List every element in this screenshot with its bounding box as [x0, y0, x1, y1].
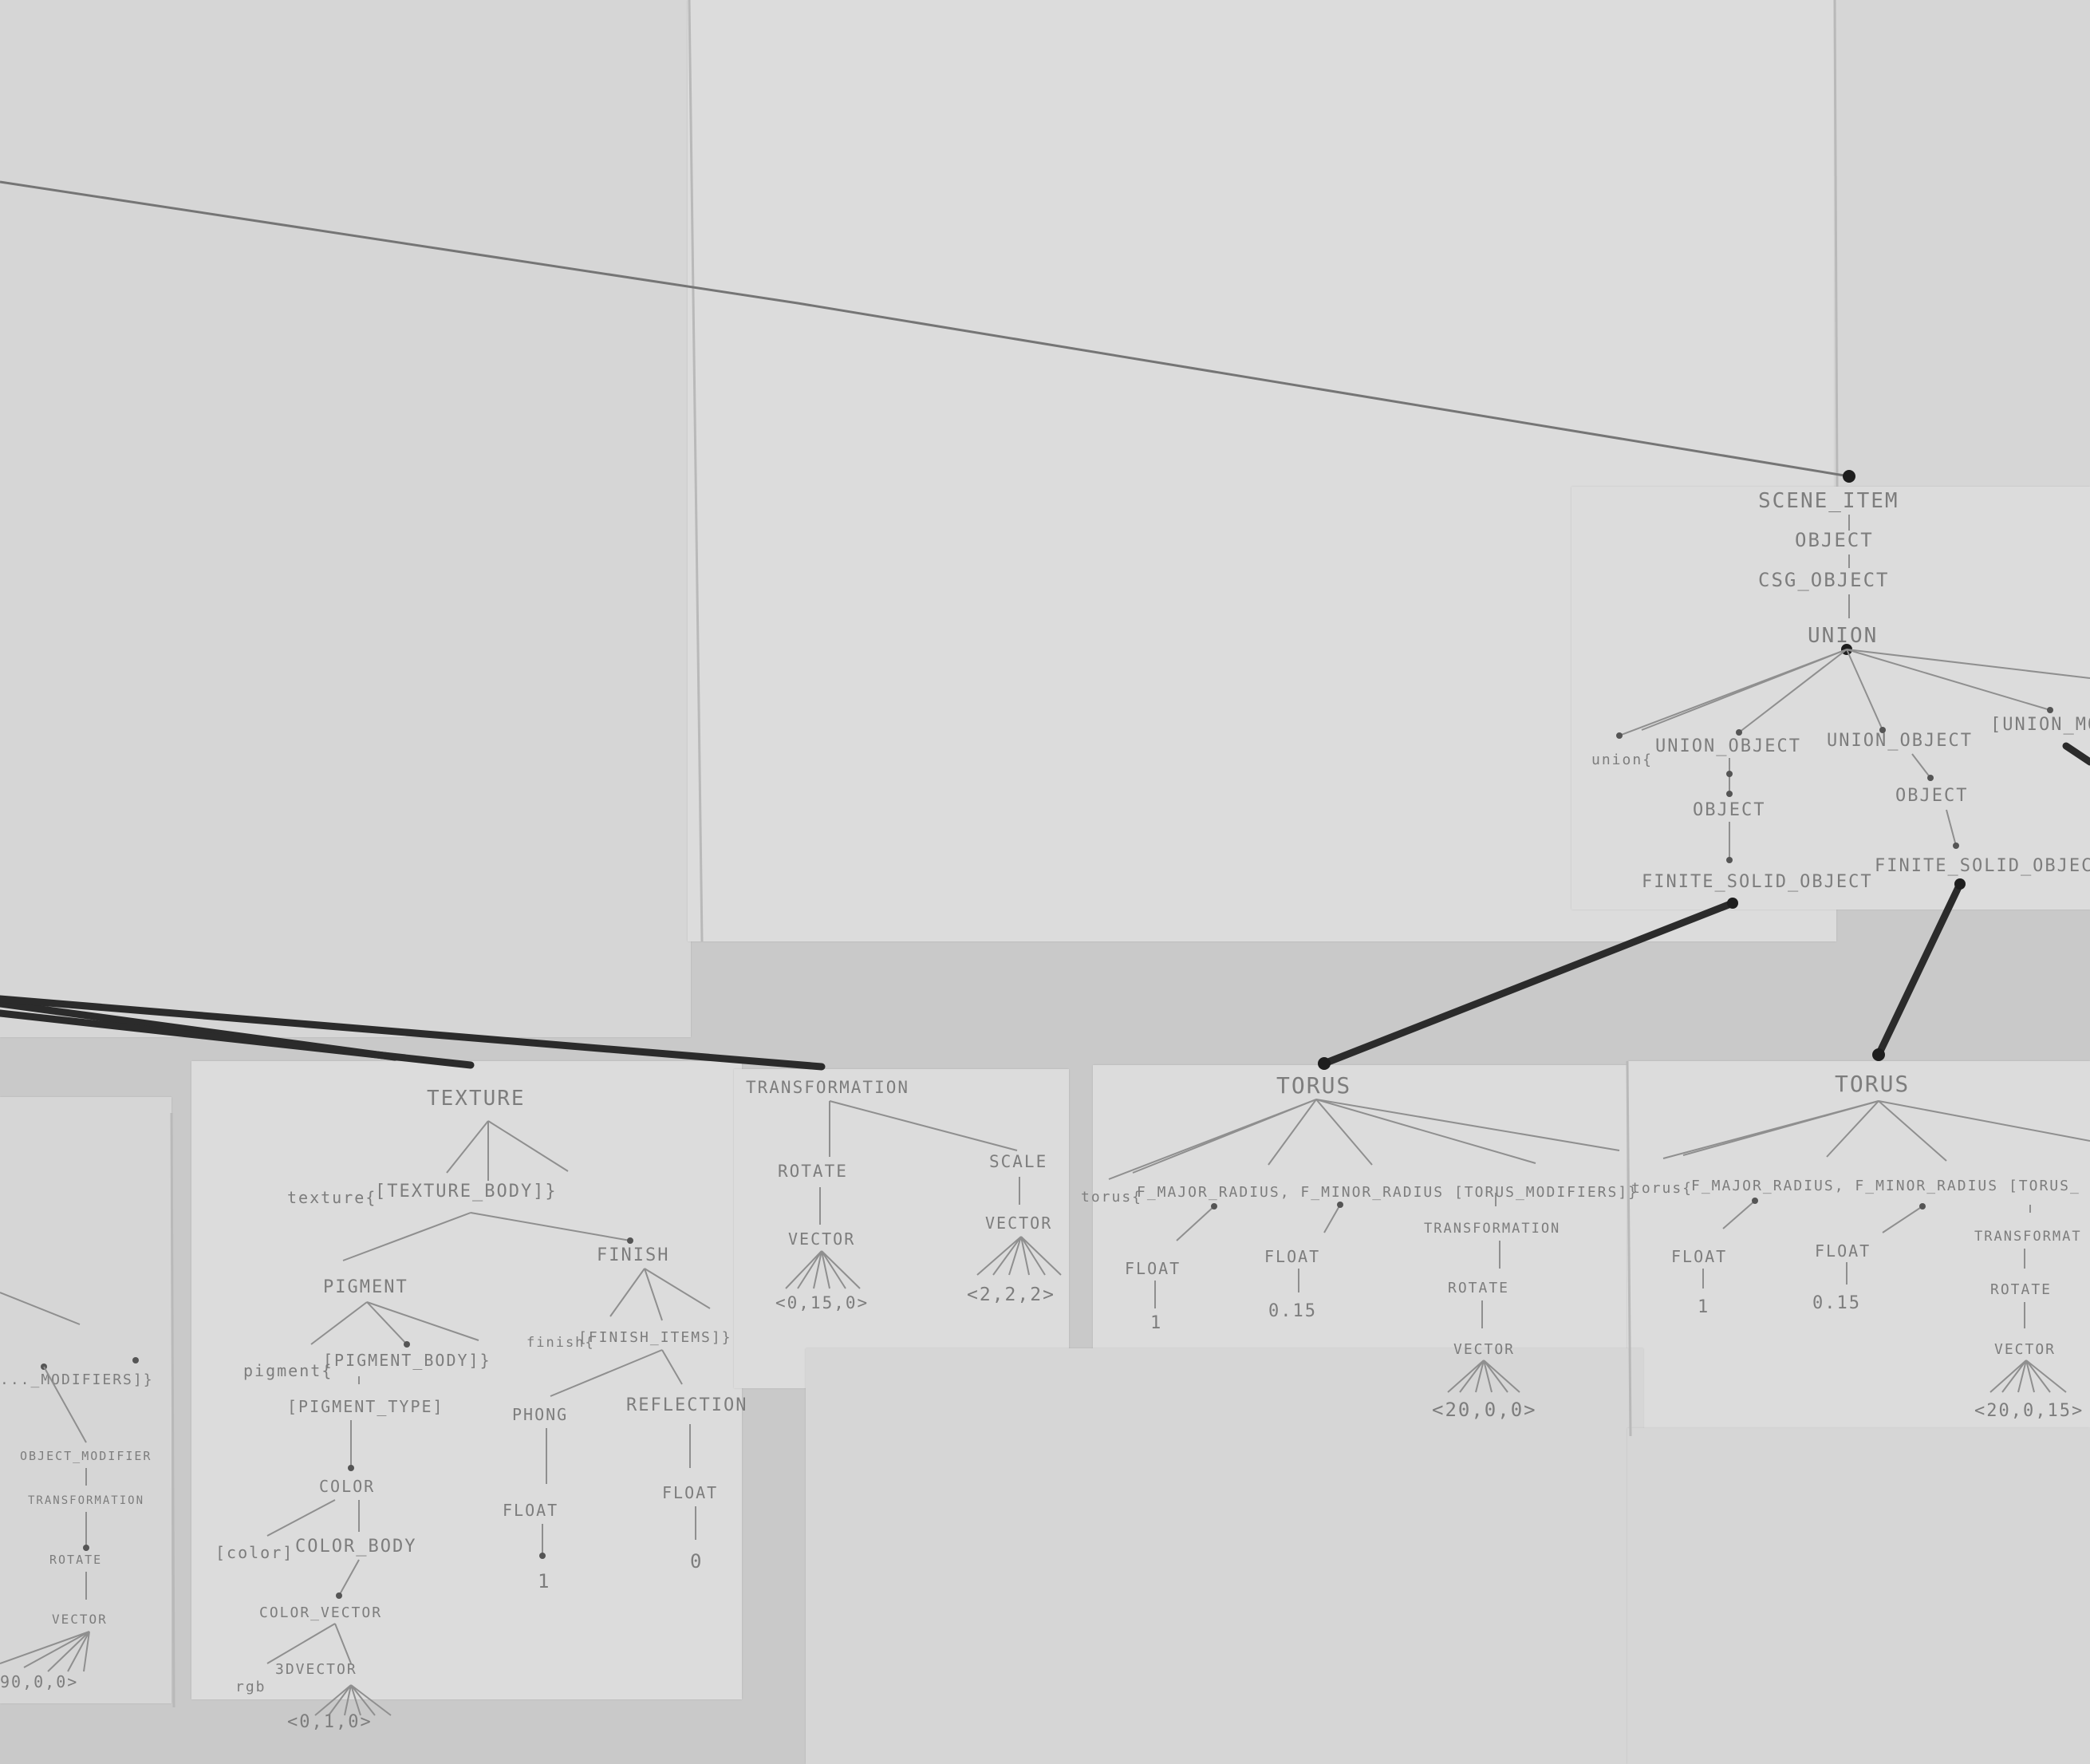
node-rotate-value: <0,15,0>	[775, 1293, 869, 1312]
node-torus-1-transformation: TRANSFORMATION	[1424, 1221, 1560, 1237]
node-torus-2-keyword: torus{	[1631, 1180, 1693, 1197]
node-torus-2-params: F_MAJOR_RADIUS, F_MINOR_RADIUS [TORUS_	[1691, 1178, 2080, 1194]
node-left-rotate: ROTATE	[49, 1553, 102, 1567]
marker-line-finite-solid-to-torus-1	[1320, 899, 1737, 1067]
torus-2-subtree: TORUS torus{ F_MAJOR_RADIUS, F_MINOR_RAD…	[1631, 1048, 2090, 1421]
node-texture-body: [TEXTURE_BODY]}	[375, 1182, 558, 1202]
node-reflection: REFLECTION	[626, 1395, 747, 1415]
node-finish-keyword: finish{	[526, 1335, 595, 1351]
node-torus-2-float-b: FLOAT	[1815, 1241, 1871, 1261]
node-union: UNION	[1808, 624, 1878, 648]
node-finite-solid-object-2: FINITE_SOLID_OBJECT	[1875, 856, 2090, 876]
node-union-keyword: union{	[1591, 752, 1653, 768]
node-scene-item: SCENE_ITEM	[1758, 489, 1899, 513]
node-color-vector: COLOR_VECTOR	[259, 1604, 382, 1621]
node-left-transformation: TRANSFORMATION	[28, 1494, 144, 1507]
node-torus-2-vector-value: <20,0,15>	[1974, 1401, 2084, 1421]
marker-line-left-to-texture-2	[0, 1009, 475, 1069]
node-rgb-vector: 3DVECTOR	[275, 1661, 357, 1678]
node-csg-object: CSG_OBJECT	[1758, 569, 1890, 591]
paper-sheet-bottom-right	[1627, 1428, 2090, 1764]
marker-line-left-to-transformation	[0, 995, 826, 1071]
node-pigment: PIGMENT	[323, 1277, 408, 1297]
node-object-2: OBJECT	[1895, 786, 1968, 806]
paper-sheet-left-strip	[0, 1097, 172, 1703]
paper-sheet-bottom-middle	[806, 1348, 1643, 1764]
node-torus-2-value-b: 0.15	[1812, 1293, 1861, 1313]
node-torus-1-float-b: FLOAT	[1264, 1247, 1320, 1266]
node-left-object-modifier: OBJECT_MODIFIER	[20, 1449, 152, 1463]
node-pigment-body: [PIGMENT_BODY]}	[323, 1351, 491, 1370]
node-finish: FINISH	[597, 1245, 669, 1265]
marker-line-union-right	[2062, 742, 2090, 766]
node-torus-1-rotate: ROTATE	[1448, 1280, 1509, 1296]
node-torus-1-value-b: 0.15	[1268, 1301, 1317, 1321]
node-texture: TEXTURE	[427, 1087, 526, 1111]
node-color-keyword: [color]	[215, 1543, 294, 1562]
node-scale: SCALE	[989, 1152, 1047, 1171]
node-pigment-keyword: pigment{	[243, 1361, 333, 1380]
paper-sheet-top-left	[0, 0, 691, 1037]
node-torus-2-float-a: FLOAT	[1671, 1247, 1727, 1266]
marker-line-finite-solid-to-torus-2	[1875, 880, 1964, 1059]
long-connector-line	[0, 180, 1850, 478]
node-finite-solid-object-1: FINITE_SOLID_OBJECT	[1642, 872, 1873, 892]
node-scale-value: <2,2,2>	[967, 1285, 1055, 1305]
node-reflection-float: FLOAT	[662, 1483, 718, 1502]
node-torus-2-value-a: 1	[1698, 1297, 1709, 1317]
node-torus-1-vector: VECTOR	[1453, 1341, 1515, 1358]
node-finish-items: [FINISH_ITEMS]}	[578, 1329, 732, 1346]
texture-subtree: TEXTURE texture{ [TEXTURE_BODY]} PIGMENT…	[215, 1087, 747, 1732]
transformation-subtree: TRANSFORMATION ROTATE VECTOR <0,15,0> SC…	[746, 1078, 1062, 1312]
node-union-object-1: UNION_OBJECT	[1655, 736, 1801, 756]
torus-1-subtree: TORUS torus{ F_MAJOR_RADIUS, F_MINOR_RAD…	[1081, 1057, 1638, 1421]
node-torus-2-transformation: TRANSFORMAT	[1974, 1229, 2082, 1245]
node-union-object-2: UNION_OBJECT	[1827, 731, 1973, 751]
node-rotate-vector: VECTOR	[788, 1229, 855, 1249]
node-scale-vector: VECTOR	[985, 1213, 1052, 1233]
node-torus-2-rotate: ROTATE	[1990, 1281, 2052, 1298]
node-phong: PHONG	[512, 1405, 568, 1424]
node-transformation: TRANSFORMATION	[746, 1078, 909, 1097]
node-phong-value: 1	[538, 1570, 550, 1592]
node-left-modifiers: ..._MODIFIERS]}	[0, 1371, 154, 1388]
node-color-body: COLOR_BODY	[295, 1537, 416, 1557]
node-rgb-keyword: rgb	[235, 1679, 266, 1695]
paper-sheet-transformation	[734, 1069, 1069, 1388]
paper-seams	[170, 0, 1839, 1708]
left-strip-subtree: ..._MODIFIERS]} OBJECT_MODIFIER TRANSFOR…	[0, 1292, 154, 1691]
paper-sheet-texture	[191, 1061, 742, 1699]
node-union-modifiers: [UNION_MOD	[1990, 715, 2090, 735]
node-color: COLOR	[319, 1477, 375, 1496]
node-torus-2-vector: VECTOR	[1994, 1341, 2056, 1358]
node-torus-1: TORUS	[1276, 1072, 1351, 1099]
node-left-vector: VECTOR	[52, 1612, 108, 1627]
node-torus-2: TORUS	[1835, 1071, 1910, 1097]
node-reflection-value: 0	[690, 1550, 703, 1573]
node-torus-1-value-a: 1	[1150, 1313, 1162, 1333]
node-texture-keyword: texture{	[287, 1188, 377, 1207]
node-torus-1-vector-value: <20,0,0>	[1432, 1399, 1537, 1421]
node-torus-1-keyword: torus{	[1081, 1189, 1142, 1206]
node-rgb-value: <0,1,0>	[287, 1712, 373, 1732]
node-left-vector-value: 90,0,0>	[0, 1672, 78, 1691]
node-pigment-type: [PIGMENT_TYPE]	[287, 1397, 444, 1416]
node-object-top: OBJECT	[1795, 529, 1874, 551]
node-object-1: OBJECT	[1693, 800, 1765, 820]
node-torus-1-params: F_MAJOR_RADIUS, F_MINOR_RADIUS [TORUS_MO…	[1137, 1184, 1638, 1201]
node-rotate: ROTATE	[778, 1162, 848, 1181]
union-subtree: SCENE_ITEM OBJECT CSG_OBJECT UNION union…	[1591, 470, 2090, 909]
paper-sheet-top-right	[1835, 0, 2090, 495]
paper-sheet-union	[1571, 487, 2090, 910]
node-phong-float: FLOAT	[503, 1501, 558, 1520]
node-torus-1-float-a: FLOAT	[1125, 1259, 1181, 1278]
